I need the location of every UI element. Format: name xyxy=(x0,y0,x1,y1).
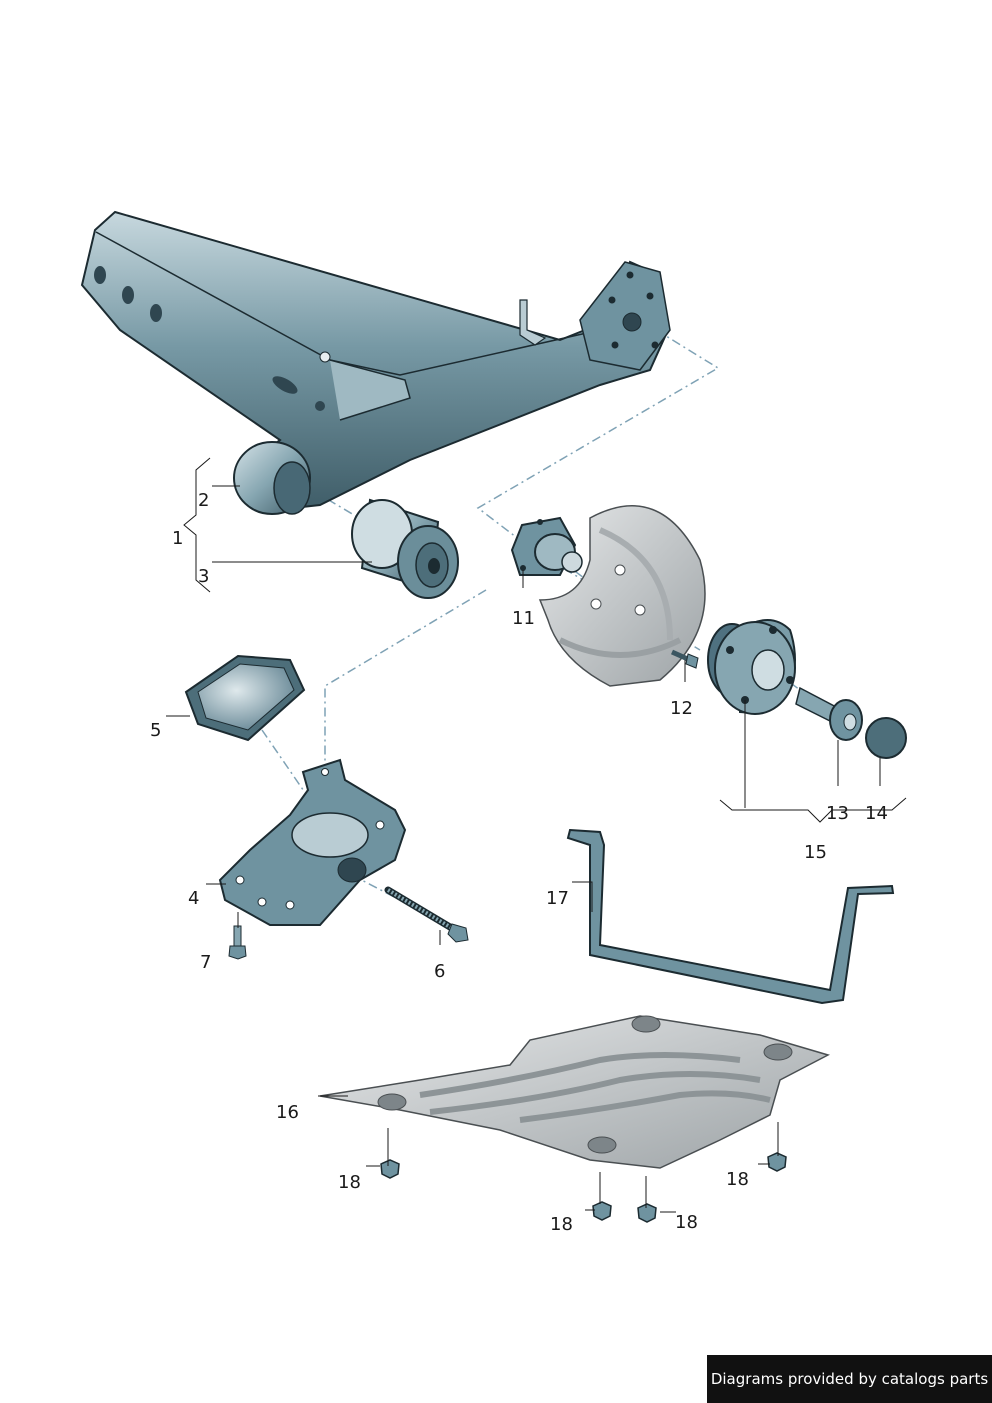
callout-16: 16 xyxy=(276,1102,299,1123)
callout-18: 18 xyxy=(675,1212,698,1233)
attribution-badge: Diagrams provided by catalogs parts xyxy=(707,1355,992,1403)
attribution-text: Diagrams provided by catalogs parts xyxy=(710,1370,989,1388)
callout-15: 15 xyxy=(804,842,827,863)
hex-nut xyxy=(380,1159,400,1179)
bonded-rubber-bushing xyxy=(351,498,459,599)
axle-mounting-bracket xyxy=(218,758,407,926)
hex-nut xyxy=(592,1201,612,1221)
callout-17: 17 xyxy=(546,888,569,909)
hub-collar-bolt xyxy=(795,686,863,741)
underbody-shield xyxy=(319,1015,830,1169)
brake-backing-plate xyxy=(538,505,706,687)
callout-13: 13 xyxy=(826,803,849,824)
short-hex-bolt xyxy=(228,925,247,960)
rear-axle-beam xyxy=(80,210,671,515)
callout-6: 6 xyxy=(434,961,446,982)
callout-7: 7 xyxy=(200,952,212,973)
callout-3: 3 xyxy=(198,566,210,587)
long-hex-bolt xyxy=(384,886,469,943)
callout-2: 2 xyxy=(198,490,210,511)
hex-bolt xyxy=(670,649,699,669)
callout-18: 18 xyxy=(550,1214,573,1235)
callout-12: 12 xyxy=(670,698,693,719)
callout-14: 14 xyxy=(865,803,888,824)
callout-18: 18 xyxy=(726,1169,749,1190)
callout-5: 5 xyxy=(150,720,162,741)
shield-support-bracket xyxy=(566,828,895,1005)
wheel-hub-with-bearing xyxy=(707,619,796,715)
hub-grease-cap xyxy=(865,717,907,759)
rubber-stop-pad xyxy=(184,654,306,742)
leader-lines xyxy=(166,457,907,1213)
callout-11: 11 xyxy=(512,608,535,629)
callout-4: 4 xyxy=(188,888,200,909)
callout-18: 18 xyxy=(338,1172,361,1193)
callout-1: 1 xyxy=(172,528,184,549)
stub-axle xyxy=(510,516,583,576)
hex-nut xyxy=(767,1152,787,1172)
hex-nut xyxy=(637,1203,657,1223)
